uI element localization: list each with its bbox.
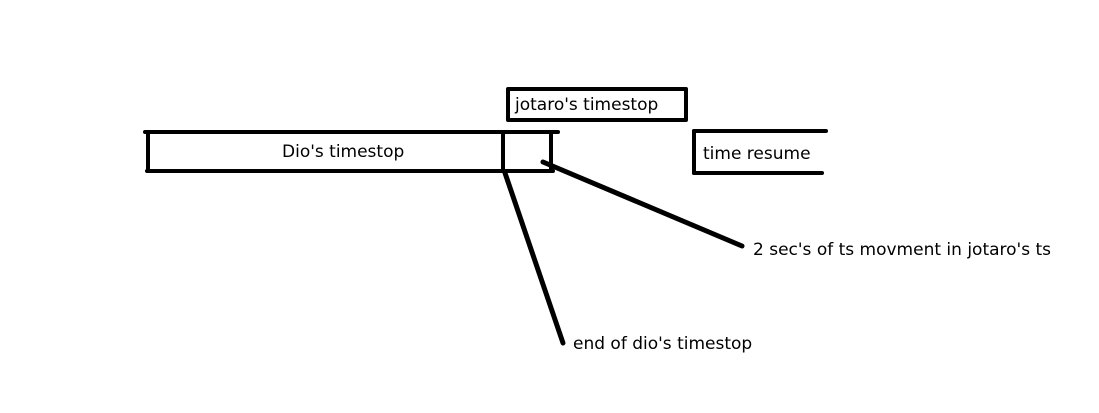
end-of-dio-note: end of dio's timestop xyxy=(573,334,752,354)
time-resume-box: time resume xyxy=(692,129,828,175)
ts-movement-note: 2 sec's of ts movment in jotaro's ts xyxy=(753,240,1051,260)
dio-timestop-label: Dio's timestop xyxy=(282,142,404,162)
dio-end-pointer xyxy=(502,170,566,346)
ts-movement-pointer xyxy=(540,159,745,249)
dio-timestop-bar: Dio's timestop xyxy=(143,130,560,173)
jotaro-timestop-box: jotaro's timestop xyxy=(506,87,688,122)
jotaro-timestop-label: jotaro's timestop xyxy=(514,95,658,115)
time-resume-label: time resume xyxy=(703,144,811,164)
